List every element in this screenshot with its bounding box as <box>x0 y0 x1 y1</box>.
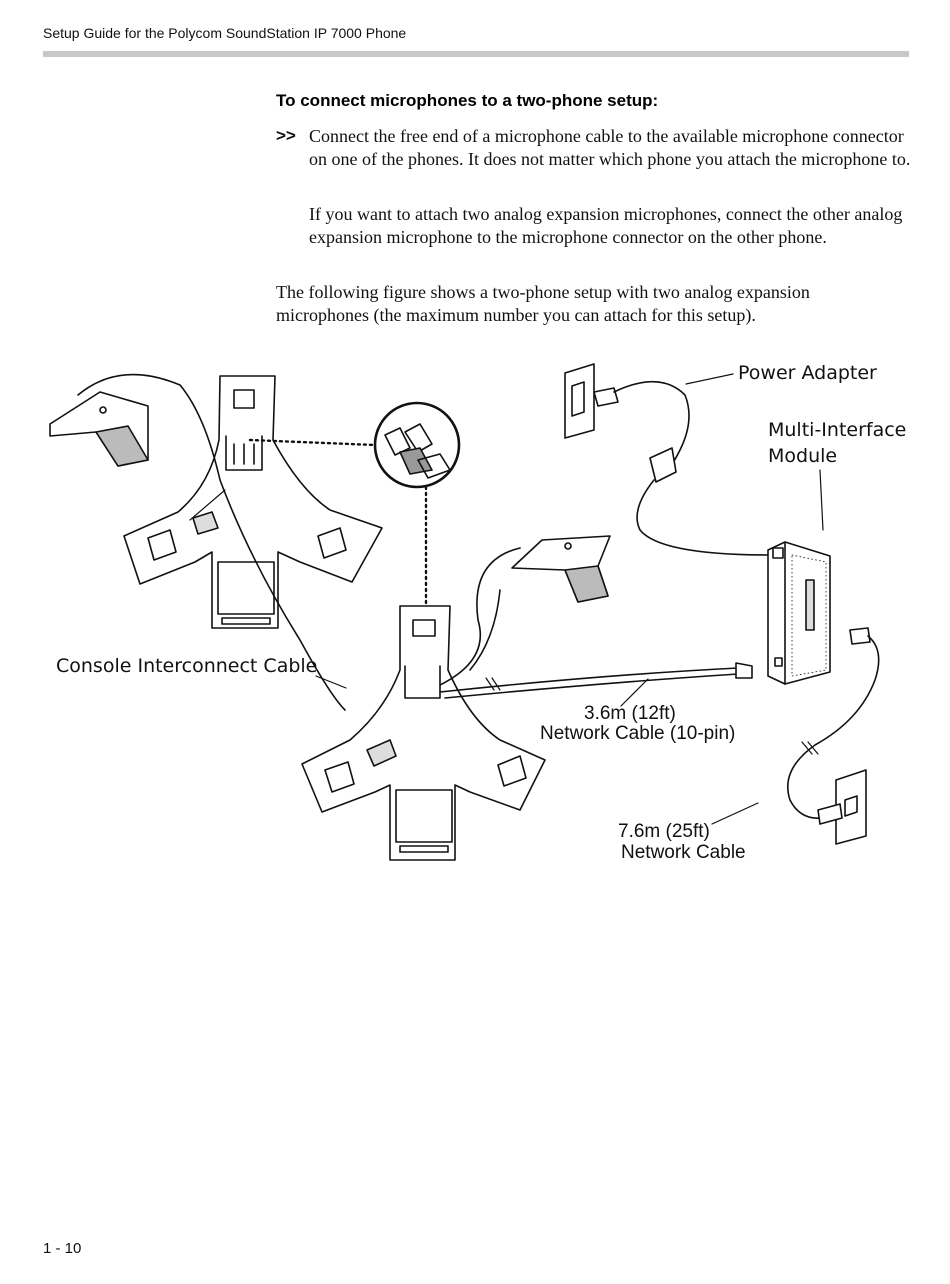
label-long-cable-name: Network Cable <box>621 842 746 863</box>
step-text: Connect the free end of a microphone cab… <box>309 126 911 169</box>
section-heading: To connect microphones to a two-phone se… <box>276 91 659 110</box>
phone-two <box>301 605 546 861</box>
running-header: Setup Guide for the Polycom SoundStation… <box>43 25 407 41</box>
phone-one <box>123 375 383 629</box>
label-console-cable: Console Interconnect Cable <box>56 655 318 677</box>
label-short-cable-name: Network Cable (10-pin) <box>540 723 736 744</box>
connector-callout <box>248 401 461 622</box>
label-mim-line2: Module <box>768 445 838 467</box>
setup-figure: Power Adapter Multi-Interface Module Con… <box>0 340 950 880</box>
label-long-cable-length: 7.6m (25ft) <box>618 821 710 842</box>
two-phone-setup-illustration <box>49 363 880 861</box>
figure-intro: The following figure shows a two-phone s… <box>276 282 810 325</box>
label-short-cable-length: 3.6m (12ft) <box>584 703 676 724</box>
microphone-two <box>439 535 611 686</box>
short-network-cable <box>439 662 753 699</box>
header-rule <box>43 51 909 57</box>
long-network-cable <box>786 627 880 845</box>
microphone-one <box>49 373 346 711</box>
multi-interface-module <box>767 541 831 685</box>
leader-lines <box>315 373 824 825</box>
step-followup: If you want to attach two analog expansi… <box>309 204 903 247</box>
label-mim-line1: Multi-Interface <box>768 419 907 441</box>
bullet-marker: >> <box>276 126 296 145</box>
label-power-adapter: Power Adapter <box>738 362 877 384</box>
page-number: 1 - 10 <box>43 1240 82 1257</box>
power-outlet <box>564 363 771 556</box>
